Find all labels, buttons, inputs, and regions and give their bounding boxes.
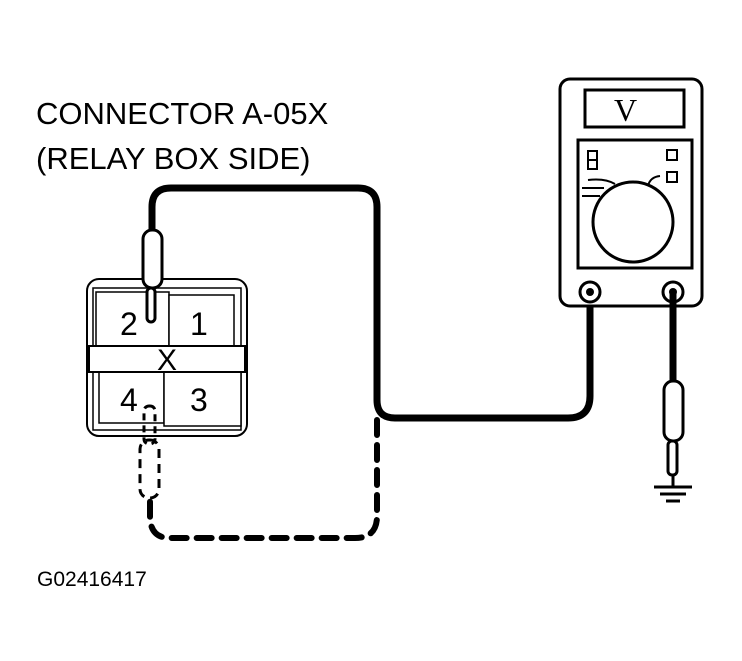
meter-indicator-bottom [666, 171, 678, 183]
meter-selector-dial [591, 180, 675, 264]
terminal-2-cell [95, 291, 170, 347]
connector-a05x: 2 1 X 4 3 [86, 278, 248, 437]
figure-id: G02416417 [37, 568, 147, 591]
terminal-1-label: 1 [190, 306, 208, 342]
dashed-probe-icon [138, 404, 161, 500]
title-line-1: CONNECTOR A-05X [36, 96, 329, 131]
terminal-3-cell [163, 371, 242, 427]
terminal-3-label: 3 [190, 382, 208, 418]
meter-indicator-top [666, 149, 678, 161]
connector-center-bar [88, 345, 246, 373]
test-lead-dashed [147, 417, 380, 541]
multimeter-icon: V [558, 77, 704, 308]
ground-probe-icon [662, 379, 685, 477]
center-mark-label: X [157, 344, 177, 377]
meter-display [583, 88, 686, 129]
terminal-4-label: 4 [120, 382, 138, 418]
test-probe-icon [141, 228, 164, 324]
title-line-2: (RELAY BOX SIDE) [36, 141, 311, 176]
meter-display-unit: V [614, 92, 637, 128]
meter-range-ticks [582, 175, 661, 197]
test-lead-solid [148, 184, 594, 422]
terminal-2-label: 2 [120, 306, 138, 342]
ground-symbol-icon [654, 474, 692, 503]
